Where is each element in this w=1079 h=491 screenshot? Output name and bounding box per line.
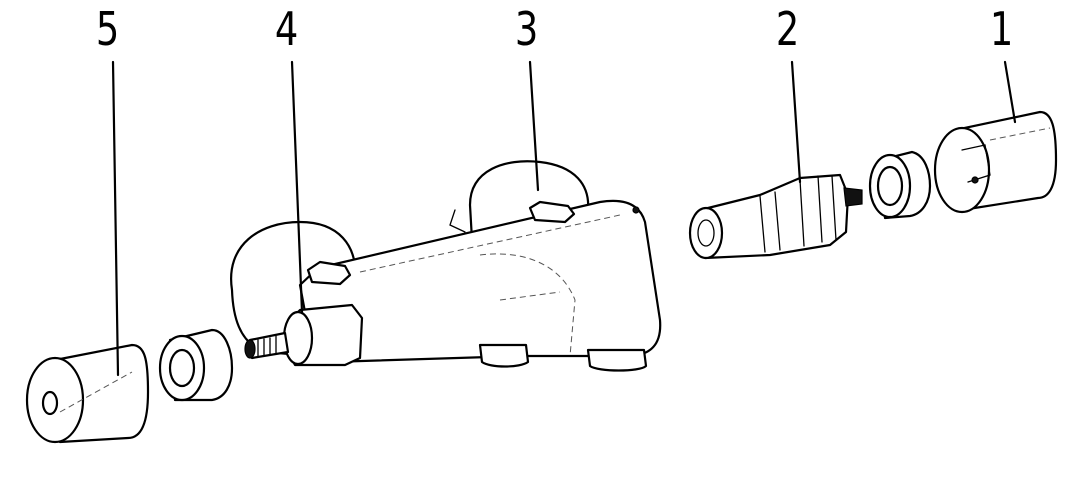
outlet-right (586, 348, 648, 372)
right-handle (933, 110, 1058, 214)
callout-3: 3 (514, 2, 539, 56)
body-screw-dot (632, 206, 640, 214)
callout-4: 4 (274, 2, 299, 56)
spindle-splines (257, 335, 277, 358)
right-handle-recess (961, 144, 991, 183)
thermostatic-cartridge (688, 173, 863, 260)
left-ring-hole (168, 348, 196, 388)
callout-1: 1 (989, 2, 1014, 56)
right-handle-mark (989, 127, 1051, 141)
thermo-cartridge-body (698, 173, 850, 260)
body-contour-b (359, 214, 621, 273)
leader-line-3 (528, 60, 540, 192)
callout-2: 2 (775, 2, 800, 56)
body-side-nut (306, 260, 352, 286)
callout-5: 5 (95, 2, 120, 56)
left-adapter-ring (158, 328, 234, 402)
body-contour-a (479, 253, 576, 357)
leader-line-5 (111, 60, 120, 377)
leader-line-1 (1003, 60, 1017, 124)
outlet-left (478, 343, 530, 368)
right-adapter-ring (868, 150, 932, 220)
thermo-cartridge-face (688, 206, 724, 260)
left-cartridge (244, 303, 364, 367)
thermo-cartridge-ribs (759, 175, 837, 253)
right-handle-face (933, 126, 991, 214)
left-handle (25, 343, 150, 444)
leader-line-2 (790, 60, 802, 184)
spindle-tip (244, 339, 256, 359)
left-handle-mark (59, 371, 133, 413)
right-ring-hole (876, 165, 904, 207)
right-handle-screw (971, 176, 979, 184)
left-handle-hole (41, 390, 59, 416)
rear-flange-edge (449, 209, 466, 233)
body-contour-c (499, 291, 561, 301)
leader-line-4 (290, 60, 304, 314)
cartridge-face (282, 310, 314, 366)
thermo-cartridge-spindle (843, 187, 863, 207)
thermo-cartridge-inner (697, 219, 715, 247)
body-top-nut (528, 200, 576, 224)
